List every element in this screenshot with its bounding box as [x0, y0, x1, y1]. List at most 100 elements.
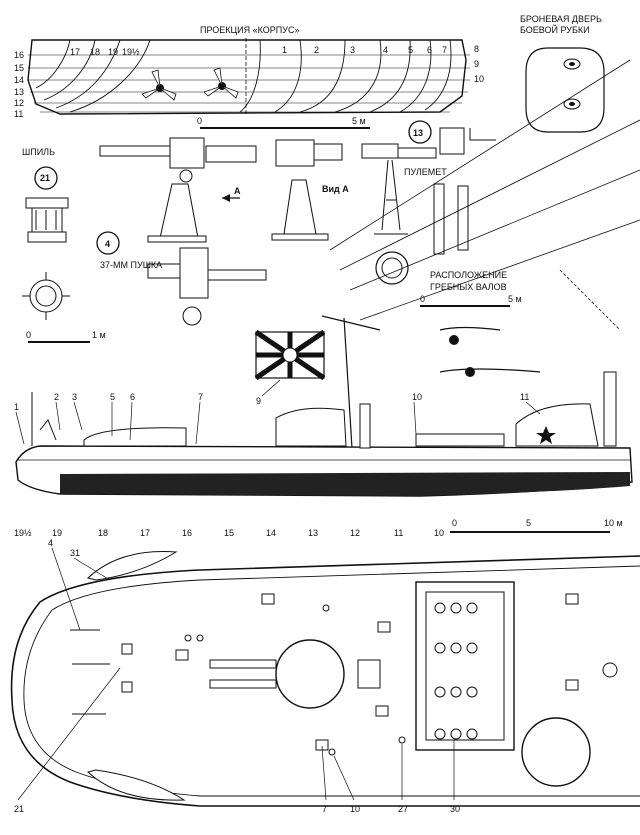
callout-circle [408, 120, 432, 144]
capstan-title: ШПИЛЬ [22, 147, 55, 157]
propeller-icon [449, 335, 459, 345]
section-number: 3 [350, 45, 355, 55]
mast [321, 315, 381, 449]
hull-shading [60, 472, 630, 496]
deck-plan: 4 31 21 7 10 27 30 [10, 538, 640, 814]
arrow-label: А [234, 186, 241, 196]
section-number: 18 [90, 47, 100, 57]
callout-number: 21 [14, 804, 24, 814]
view-label: Вид А [322, 184, 349, 194]
waterline-numbers-right: 8 9 10 [474, 44, 484, 84]
gun-barrel [209, 659, 277, 669]
scale-start: 0 [452, 518, 457, 528]
armored-door-subtitle: БОЕВОЙ РУБКИ [520, 24, 590, 35]
capstan: ШПИЛЬ 21 0 1 м [22, 147, 106, 343]
frame-number: 15 [224, 528, 234, 538]
callout-number: 1 [14, 402, 19, 412]
callout-circle [34, 166, 58, 190]
skylight-inner [425, 591, 505, 741]
frame-number: 16 [182, 528, 192, 538]
waterline-number: 10 [474, 74, 484, 84]
scale-end: 5 м [352, 116, 366, 126]
callout-number: 3 [72, 392, 77, 402]
deck-callouts: 4 31 21 7 10 27 30 [14, 538, 460, 814]
arrow-head-icon [222, 194, 230, 202]
frame-number: 13 [308, 528, 318, 538]
callout-number: 10 [412, 392, 422, 402]
capstan-side-view [25, 197, 69, 243]
shaft-layout: РАСПОЛОЖЕНИЕ ГРЕБНЫХ ВАЛОВ 0 5 м [329, 59, 640, 377]
frame-ruler: 19½ 19 18 17 16 15 14 13 12 11 10 0 5 10… [14, 518, 623, 538]
waterline-number: 11 [14, 109, 23, 119]
gun-37mm: А Вид А 4 37-ММ ПУШКА [96, 137, 349, 326]
armored-door-title: БРОНЕВАЯ ДВЕРЬ [520, 14, 602, 24]
callout-number: 7 [198, 392, 203, 402]
waterline-number: 12 [14, 98, 24, 108]
shafts-subtitle: ГРЕБНЫХ ВАЛОВ [430, 282, 507, 292]
callout-number: 6 [130, 392, 135, 402]
callout-number: 5 [110, 392, 115, 402]
profile-callouts: 1 2 3 5 6 7 9 10 11 [14, 392, 529, 412]
boat-bottom [86, 769, 186, 801]
callout-number: 31 [70, 548, 80, 558]
profile-fittings [31, 371, 617, 449]
waterline-number: 16 [14, 50, 24, 60]
porthole-icon [375, 251, 409, 285]
scale-mid: 5 [526, 518, 531, 528]
section-number: 7 [442, 45, 447, 55]
frame-number: 19½ [14, 528, 32, 538]
porthole-inner [381, 257, 403, 279]
door-hinge-icon [563, 58, 581, 110]
propeller-icon [465, 367, 475, 377]
body-plan-right-numbers: 1 2 3 4 5 6 7 [282, 45, 447, 55]
frame-number: 14 [266, 528, 276, 538]
shafts-title: РАСПОЛОЖЕНИЕ [430, 270, 507, 280]
scale-end: 1 м [92, 330, 106, 340]
door-outline [525, 47, 605, 133]
skylight-ports [434, 602, 478, 740]
boat-top [86, 551, 178, 581]
machine-gun-top-view [433, 127, 496, 255]
forward-turret [275, 639, 345, 709]
callout-number: 9 [256, 396, 261, 406]
perspective-lines [329, 59, 640, 331]
gun-title: 37-ММ ПУШКА [100, 260, 162, 270]
scale-start: 0 [197, 116, 202, 126]
waterline-number: 14 [14, 75, 24, 85]
section-number: 1 [282, 45, 287, 55]
waterline-number: 13 [14, 87, 24, 97]
scale-end: 5 м [508, 294, 522, 304]
frame-number: 11 [394, 528, 403, 538]
section-number: 2 [314, 45, 319, 55]
callout-circle [96, 231, 120, 255]
shaft-line [439, 326, 501, 331]
callout-number: 2 [54, 392, 59, 402]
capstan-scale: 0 1 м [26, 330, 106, 343]
body-plan-scale: 0 5 м [197, 116, 370, 129]
body-plan: ПРОЕКЦИЯ «КОРПУС» 17 18 19 19½ 1 2 3 4 5… [14, 25, 484, 129]
section-number: 19 [108, 47, 118, 57]
callout-number: 30 [450, 804, 460, 814]
propeller-icon [141, 67, 239, 101]
deck-callout-leaders [17, 547, 455, 801]
scale-start: 0 [420, 294, 425, 304]
body-plan-sections [35, 39, 452, 113]
star-icon [536, 426, 556, 444]
naval-jack-flag [254, 329, 326, 381]
gun-barrel [209, 679, 277, 689]
callout-number: 27 [398, 804, 408, 814]
callout-number: 11 [520, 392, 529, 402]
gun-side-view [99, 137, 257, 243]
callout-number: 7 [322, 804, 327, 814]
section-number: 17 [70, 47, 80, 57]
waterline-number: 15 [14, 63, 24, 73]
frame-number: 18 [98, 528, 108, 538]
waterline-numbers-left: 16 15 14 13 12 11 [14, 50, 24, 119]
machine-gun-side-view [361, 143, 437, 235]
body-plan-title: ПРОЕКЦИЯ «КОРПУС» [200, 25, 300, 35]
capstan-top-view [22, 272, 70, 320]
waterline-number: 8 [474, 44, 479, 54]
machine-gun-title: ПУЛЕМЕТ [404, 167, 447, 177]
side-profile: 1 2 3 5 6 7 9 10 11 19½ 19 18 17 16 15 1… [14, 371, 633, 538]
